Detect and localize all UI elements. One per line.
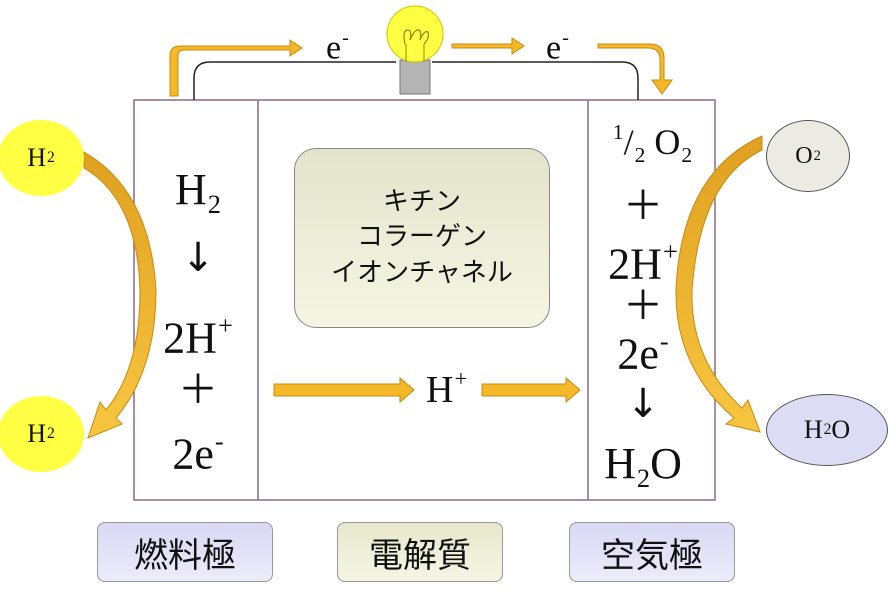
electrolyte-label: 電解質 xyxy=(337,522,503,582)
hydrogen-flow-arrow xyxy=(83,151,157,439)
anode-2h-plus: 2H+ xyxy=(163,310,233,363)
proton-label: H+ xyxy=(426,366,468,411)
membrane-material-box: キチン コラーゲン イオンチャネル xyxy=(294,148,550,328)
cathode-down-arrow: ↓ xyxy=(626,381,660,427)
cathode-plus-sign-2: ＋ xyxy=(623,283,663,329)
external-circuit-wire xyxy=(193,61,639,100)
cathode-label: 空気極 xyxy=(569,522,735,582)
cathode-plus-sign-1: ＋ xyxy=(623,183,663,229)
oxygen-flow-arrow xyxy=(675,135,763,433)
light-bulb-icon xyxy=(386,5,444,95)
anode-2e-minus: 2e- xyxy=(172,426,224,479)
electron-flow-arrow-left xyxy=(169,39,303,97)
electron-flow-arrow-right xyxy=(597,43,673,95)
anode-plus-sign: ＋ xyxy=(178,367,218,413)
anode-down-arrow: ↓ xyxy=(181,235,215,281)
membrane-line-chitin: キチン xyxy=(382,187,461,218)
electron-label-right: e- xyxy=(546,27,569,67)
membrane-line-ion-channel: イオンチャネル xyxy=(331,257,513,288)
proton-flow-arrow-right xyxy=(481,376,581,404)
anode-h2: H2 xyxy=(175,165,221,220)
cathode-half-o2: 1/2 O2 xyxy=(612,120,693,167)
cathode-2h-plus: 2H+ xyxy=(608,236,678,289)
electron-label-left: e- xyxy=(326,27,349,67)
membrane-line-collagen: コラーゲン xyxy=(356,222,487,253)
anode-label: 燃料極 xyxy=(97,522,273,582)
cathode-2e-minus: 2e- xyxy=(617,326,669,379)
electron-flow-arrow-middle xyxy=(451,37,525,55)
proton-flow-arrow-left xyxy=(273,376,415,404)
cathode-h2o: H2O xyxy=(604,439,682,494)
